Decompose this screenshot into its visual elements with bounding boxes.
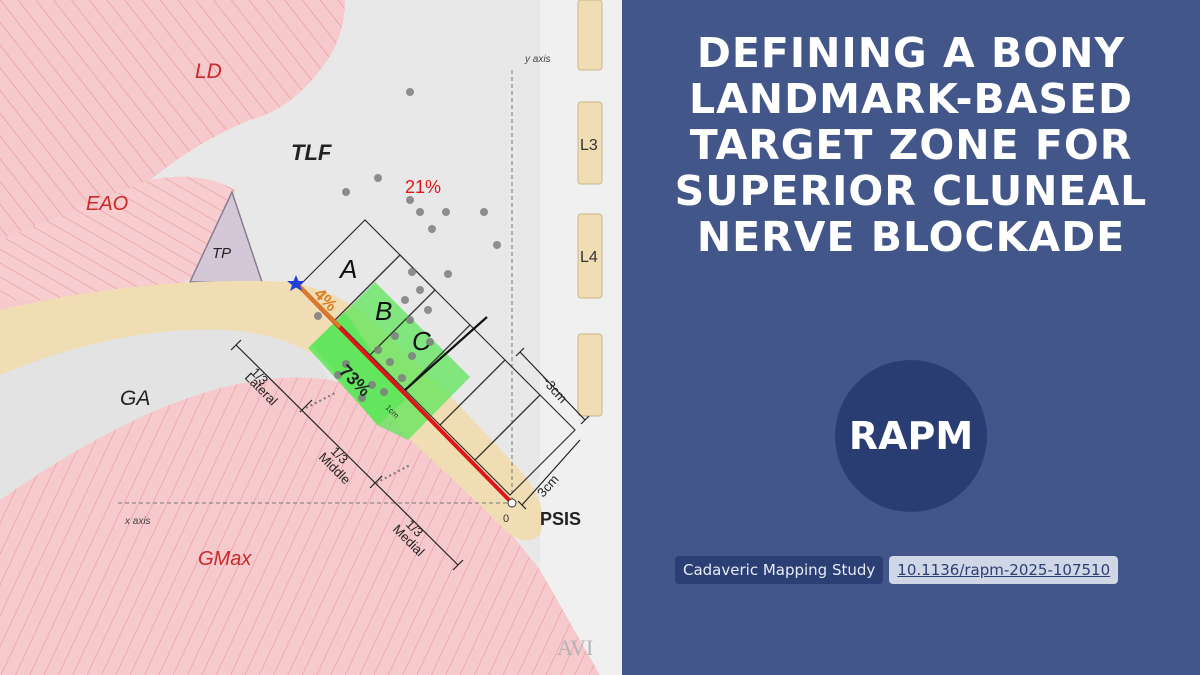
label-zone-b: B [375,296,392,326]
tag-row: Cadaveric Mapping Study 10.1136/rapm-202… [675,556,1119,584]
orange-segment [296,283,342,329]
nerve-dots [314,88,501,402]
green-zone-low [308,312,405,425]
study-type-tag: Cadaveric Mapping Study [675,556,884,584]
title-line: LANDMARK-BASED [688,75,1134,123]
label-l3: L3 [580,137,598,154]
dimension-lines [230,339,590,571]
vertebra-l4 [577,213,603,299]
ld-hatch [0,0,345,240]
dotted-thirds [305,392,411,484]
label-ld: LD [195,60,222,83]
label-tp: TP [212,245,231,262]
label-origin: 0 [503,513,509,525]
eao-hatch [0,176,235,315]
title-line: TARGET ZONE FOR [689,121,1133,169]
label-eao: EAO [86,193,128,215]
title-panel: DEFINING A BONY LANDMARK-BASED TARGET ZO… [622,0,1200,675]
label-zone-a: A [338,254,357,284]
label-pct-21: 21% [405,177,441,197]
label-tlf: TLF [291,140,332,165]
journal-badge: RAPM [835,360,987,512]
title-line: SUPERIOR CLUNEAL [674,167,1148,215]
vertebra-l3 [577,101,603,185]
label-y-axis: y axis [524,54,551,65]
psis-point [507,498,517,508]
label-ga: GA [120,387,150,410]
label-watermark: AVI [557,635,593,660]
vertebra-l5 [577,333,603,417]
doi-link[interactable]: 10.1136/rapm-2025-107510 [889,556,1119,584]
journal-badge-label: RAPM [848,414,974,458]
label-zone-c: C [412,326,431,356]
zone-c-edge [404,316,488,391]
label-gmax: GMax [198,548,252,570]
vertebra-top [577,0,603,71]
anatomy-figure: LD EAO TLF TP GA GMax PSIS L3 L4 y axis … [0,0,622,675]
page-title: DEFINING A BONY LANDMARK-BASED TARGET ZO… [642,30,1180,260]
star-icon [287,275,305,291]
title-line: NERVE BLOCKADE [696,213,1126,261]
title-line: DEFINING A BONY [696,29,1126,77]
label-l4: L4 [580,249,598,266]
label-x-axis: x axis [124,516,151,527]
label-psis: PSIS [540,509,581,529]
